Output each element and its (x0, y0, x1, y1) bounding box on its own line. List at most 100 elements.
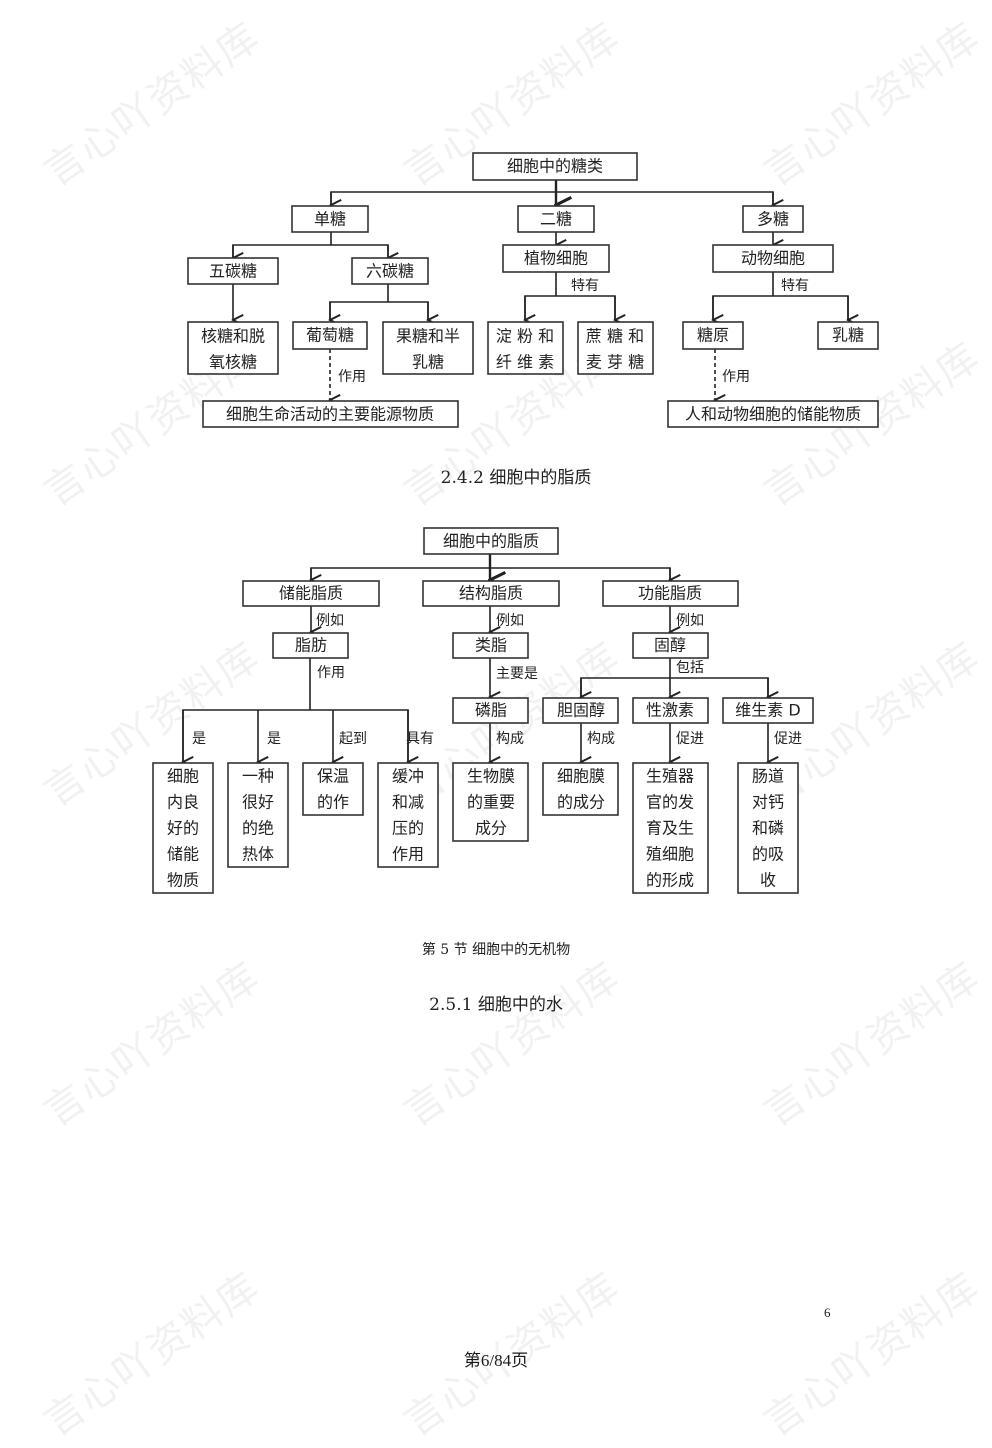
svg-text:五碳糖: 五碳糖 (209, 262, 257, 281)
svg-text:的成分: 的成分 (557, 793, 605, 812)
edge-label: 构成 (496, 731, 524, 747)
node-pentose: 五碳糖 (187, 257, 279, 285)
svg-text:六碳糖: 六碳糖 (366, 262, 414, 281)
node-fat-role-cushion: 缓冲 和减 压的 作用 (377, 762, 439, 868)
node-disaccharide: 二糖 (517, 205, 595, 233)
svg-text:储能脂质: 储能脂质 (279, 584, 343, 603)
node-monosaccharide: 单糖 (291, 205, 369, 233)
node-vitamin-d: 维生素 D (722, 697, 814, 724)
svg-text:殖细胞: 殖细胞 (646, 845, 694, 864)
node-phospholipid: 磷脂 (452, 697, 529, 724)
edge-label: 例如 (676, 613, 704, 629)
node-lipoid: 类脂 (452, 632, 529, 659)
edge-label: 主要是 (496, 666, 538, 682)
node-sucrose-maltose: 蔗 糖 和 麦 芽 糖 (577, 321, 654, 375)
svg-text:乳糖: 乳糖 (412, 353, 444, 372)
edge-label: 例如 (496, 613, 524, 629)
edge-label: 特有 (781, 278, 809, 294)
svg-text:脂肪: 脂肪 (295, 636, 327, 655)
edge-label: 包括 (676, 660, 704, 676)
lipid-diagram: 例如 例如 例如 作用 主要是 包括 是 是 起到 具有 构成 构成 促进 促进… (152, 527, 814, 894)
node-lactose: 乳糖 (817, 321, 879, 350)
edge-label: 作用 (317, 665, 345, 681)
svg-text:保温: 保温 (317, 767, 349, 786)
svg-text:的绝: 的绝 (242, 819, 274, 838)
svg-text:固醇: 固醇 (654, 636, 686, 655)
edge-label: 具有 (406, 731, 434, 747)
section-heading-water: 2.5.1 细胞中的水 (429, 995, 563, 1015)
edge-label: 促进 (774, 731, 802, 747)
svg-text:结构脂质: 结构脂质 (459, 584, 523, 603)
node-glycogen: 糖原 (682, 321, 744, 350)
node-fat-role-insulator: 一种 很好 的绝 热体 (227, 762, 289, 868)
svg-text:植物细胞: 植物细胞 (524, 249, 588, 268)
node-glucose: 葡萄糖 (292, 321, 368, 350)
svg-text:肠道: 肠道 (752, 767, 784, 786)
svg-text:细胞: 细胞 (167, 767, 199, 786)
svg-text:葡萄糖: 葡萄糖 (306, 326, 354, 345)
svg-text:很好: 很好 (242, 793, 274, 812)
edge-label: 构成 (587, 731, 615, 747)
svg-text:的重要: 的重要 (467, 793, 515, 812)
edge-label: 例如 (316, 613, 344, 629)
svg-text:缓冲: 缓冲 (392, 767, 424, 786)
svg-text:储能: 储能 (167, 845, 199, 864)
svg-text:动物细胞: 动物细胞 (741, 249, 805, 268)
edge-label: 作用 (722, 369, 750, 385)
svg-text:果糖和半: 果糖和半 (396, 327, 460, 346)
node-storage-lipid: 储能脂质 (242, 580, 380, 607)
svg-text:育及生: 育及生 (646, 819, 694, 838)
node-sterol: 固醇 (632, 632, 709, 659)
svg-text:和减: 和减 (392, 793, 424, 812)
node-phospholipid-role: 生物膜 的重要 成分 (452, 762, 529, 842)
node-functional-lipid: 功能脂质 (602, 580, 739, 607)
svg-text:淀 粉 和: 淀 粉 和 (496, 327, 554, 346)
svg-text:性激素: 性激素 (646, 701, 694, 720)
node-cholesterol: 胆固醇 (542, 697, 619, 724)
section-heading-lipids: 2.4.2 细胞中的脂质 (440, 468, 592, 488)
section-heading-inorganic: 第 5 节 细胞中的无机物 (421, 942, 571, 958)
svg-text:二糖: 二糖 (540, 210, 572, 229)
node-fat-role-energy: 细胞 内良 好的 储能 物质 (152, 762, 214, 894)
svg-text:成分: 成分 (475, 819, 507, 838)
svg-text:单糖: 单糖 (314, 210, 346, 229)
svg-text:作用: 作用 (392, 845, 424, 864)
node-fat: 脂肪 (272, 632, 349, 659)
svg-text:的吸: 的吸 (752, 845, 784, 864)
node-plant-cell: 植物细胞 (502, 244, 610, 273)
edge-label: 特有 (571, 278, 599, 294)
svg-text:细胞中的脂质: 细胞中的脂质 (443, 532, 539, 551)
node-sex-hormone: 性激素 (632, 697, 709, 724)
node-structural-lipid: 结构脂质 (422, 580, 560, 607)
svg-text:物质: 物质 (167, 871, 199, 890)
sugar-diagram: 特有 特有 作用 作用 细胞中的糖类 单糖 二糖 多糖 五碳糖 六碳糖 (187, 152, 879, 428)
svg-text:纤 维 素: 纤 维 素 (496, 353, 554, 372)
node-vitamin-role: 肠道 对钙 和磷 的吸 收 (737, 762, 799, 894)
edge-label: 起到 (339, 731, 367, 747)
svg-text:官的发: 官的发 (646, 793, 694, 812)
edge-label: 是 (267, 731, 281, 747)
node-lipid-root: 细胞中的脂质 (423, 527, 559, 555)
svg-text:生殖器: 生殖器 (646, 767, 694, 786)
svg-text:人和动物细胞的储能物质: 人和动物细胞的储能物质 (685, 405, 861, 424)
node-starch-cellulose: 淀 粉 和 纤 维 素 (487, 321, 564, 375)
svg-text:压的: 压的 (392, 819, 424, 838)
node-hormone-role: 生殖器 官的发 育及生 殖细胞 的形成 (632, 762, 709, 894)
node-ribose: 核糖和脱 氧核糖 (187, 321, 279, 375)
svg-text:和磷: 和磷 (752, 819, 784, 838)
node-animal-cell: 动物细胞 (712, 244, 834, 273)
node-energy-source: 细胞生命活动的主要能源物质 (202, 400, 459, 428)
node-fructose: 果糖和半 乳糖 (382, 321, 474, 375)
svg-text:好的: 好的 (167, 819, 199, 838)
svg-text:维生素 D: 维生素 D (735, 701, 800, 720)
page-counter: 第6/84页 (463, 1351, 529, 1370)
svg-text:氧核糖: 氧核糖 (209, 353, 257, 372)
node-cholesterol-role: 细胞膜 的成分 (542, 762, 619, 816)
svg-text:功能脂质: 功能脂质 (638, 584, 702, 603)
node-hexose: 六碳糖 (351, 257, 429, 285)
svg-text:麦 芽 糖: 麦 芽 糖 (586, 353, 644, 372)
svg-text:生物膜: 生物膜 (467, 767, 515, 786)
svg-text:的形成: 的形成 (646, 871, 694, 890)
svg-text:细胞膜: 细胞膜 (557, 767, 605, 786)
svg-text:细胞中的糖类: 细胞中的糖类 (507, 157, 603, 176)
